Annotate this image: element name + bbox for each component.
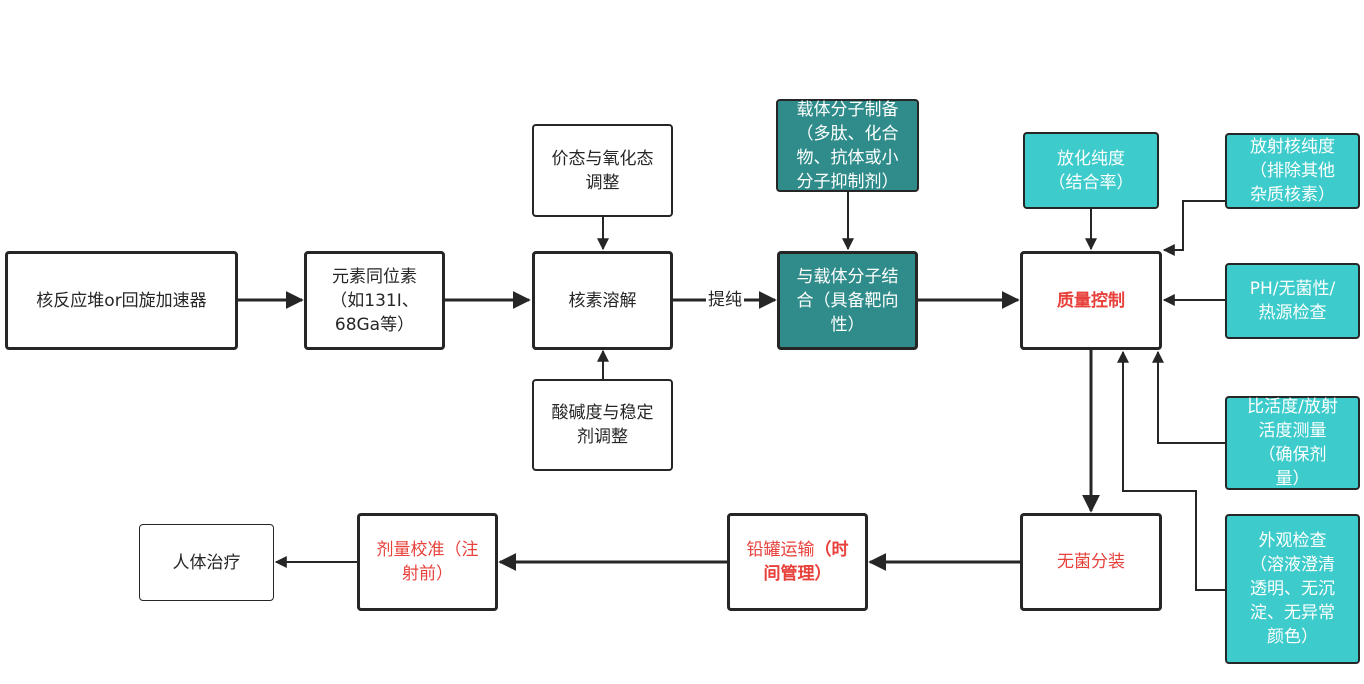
node-conjugate[interactable]: 与载体分子结 合（具备靶向 性） [777, 251, 918, 350]
node-acidity[interactable]: 酸碱度与稳定 剂调整 [532, 379, 673, 471]
edge-appearance-to-qc [1117, 350, 1225, 591]
node-ph-check[interactable]: PH/无菌性/ 热源检查 [1225, 263, 1360, 339]
node-dose-calibration[interactable]: 剂量校准（注 射前） [357, 513, 498, 611]
node-dissolve[interactable]: 核素溶解 [532, 251, 673, 350]
lead-transport-text: 铅罐运输（时 间管理） [747, 538, 849, 586]
node-carrier-prep[interactable]: 载体分子制备 （多肽、化合 物、抗体或小 分子抑制剂） [776, 99, 919, 192]
node-radionuclide-purity[interactable]: 放射核纯度 （排除其他 杂质核素） [1225, 133, 1360, 209]
edge-label-purify: 提纯 [706, 289, 744, 311]
edge-activity-to-qc [1152, 350, 1225, 444]
node-isotope[interactable]: 元素同位素 （如131I、 68Ga等） [304, 251, 445, 350]
node-aseptic-packaging[interactable]: 无菌分装 [1020, 513, 1162, 611]
lead-transport-label: 铅罐运输 [746, 540, 815, 560]
node-appearance[interactable]: 外观检查 （溶液澄清 透明、无沉 淀、无异常 颜色） [1225, 514, 1360, 664]
node-radiochem-purity[interactable]: 放化纯度 （结合率） [1023, 132, 1159, 209]
node-lead-transport[interactable]: 铅罐运输（时 间管理） [727, 513, 868, 611]
node-quality-control[interactable]: 质量控制 [1020, 251, 1162, 350]
node-valence[interactable]: 价态与氧化态 调整 [532, 124, 673, 217]
node-activity[interactable]: 比活度/放射 活度测量 （确保剂 量） [1225, 396, 1360, 490]
node-reactor[interactable]: 核反应堆or回旋加速器 [5, 251, 238, 350]
edge-radionuclide-to-qc [1162, 200, 1225, 256]
node-treatment[interactable]: 人体治疗 [139, 524, 274, 601]
lead-transport-time-label: （时 间管理） [763, 540, 849, 584]
